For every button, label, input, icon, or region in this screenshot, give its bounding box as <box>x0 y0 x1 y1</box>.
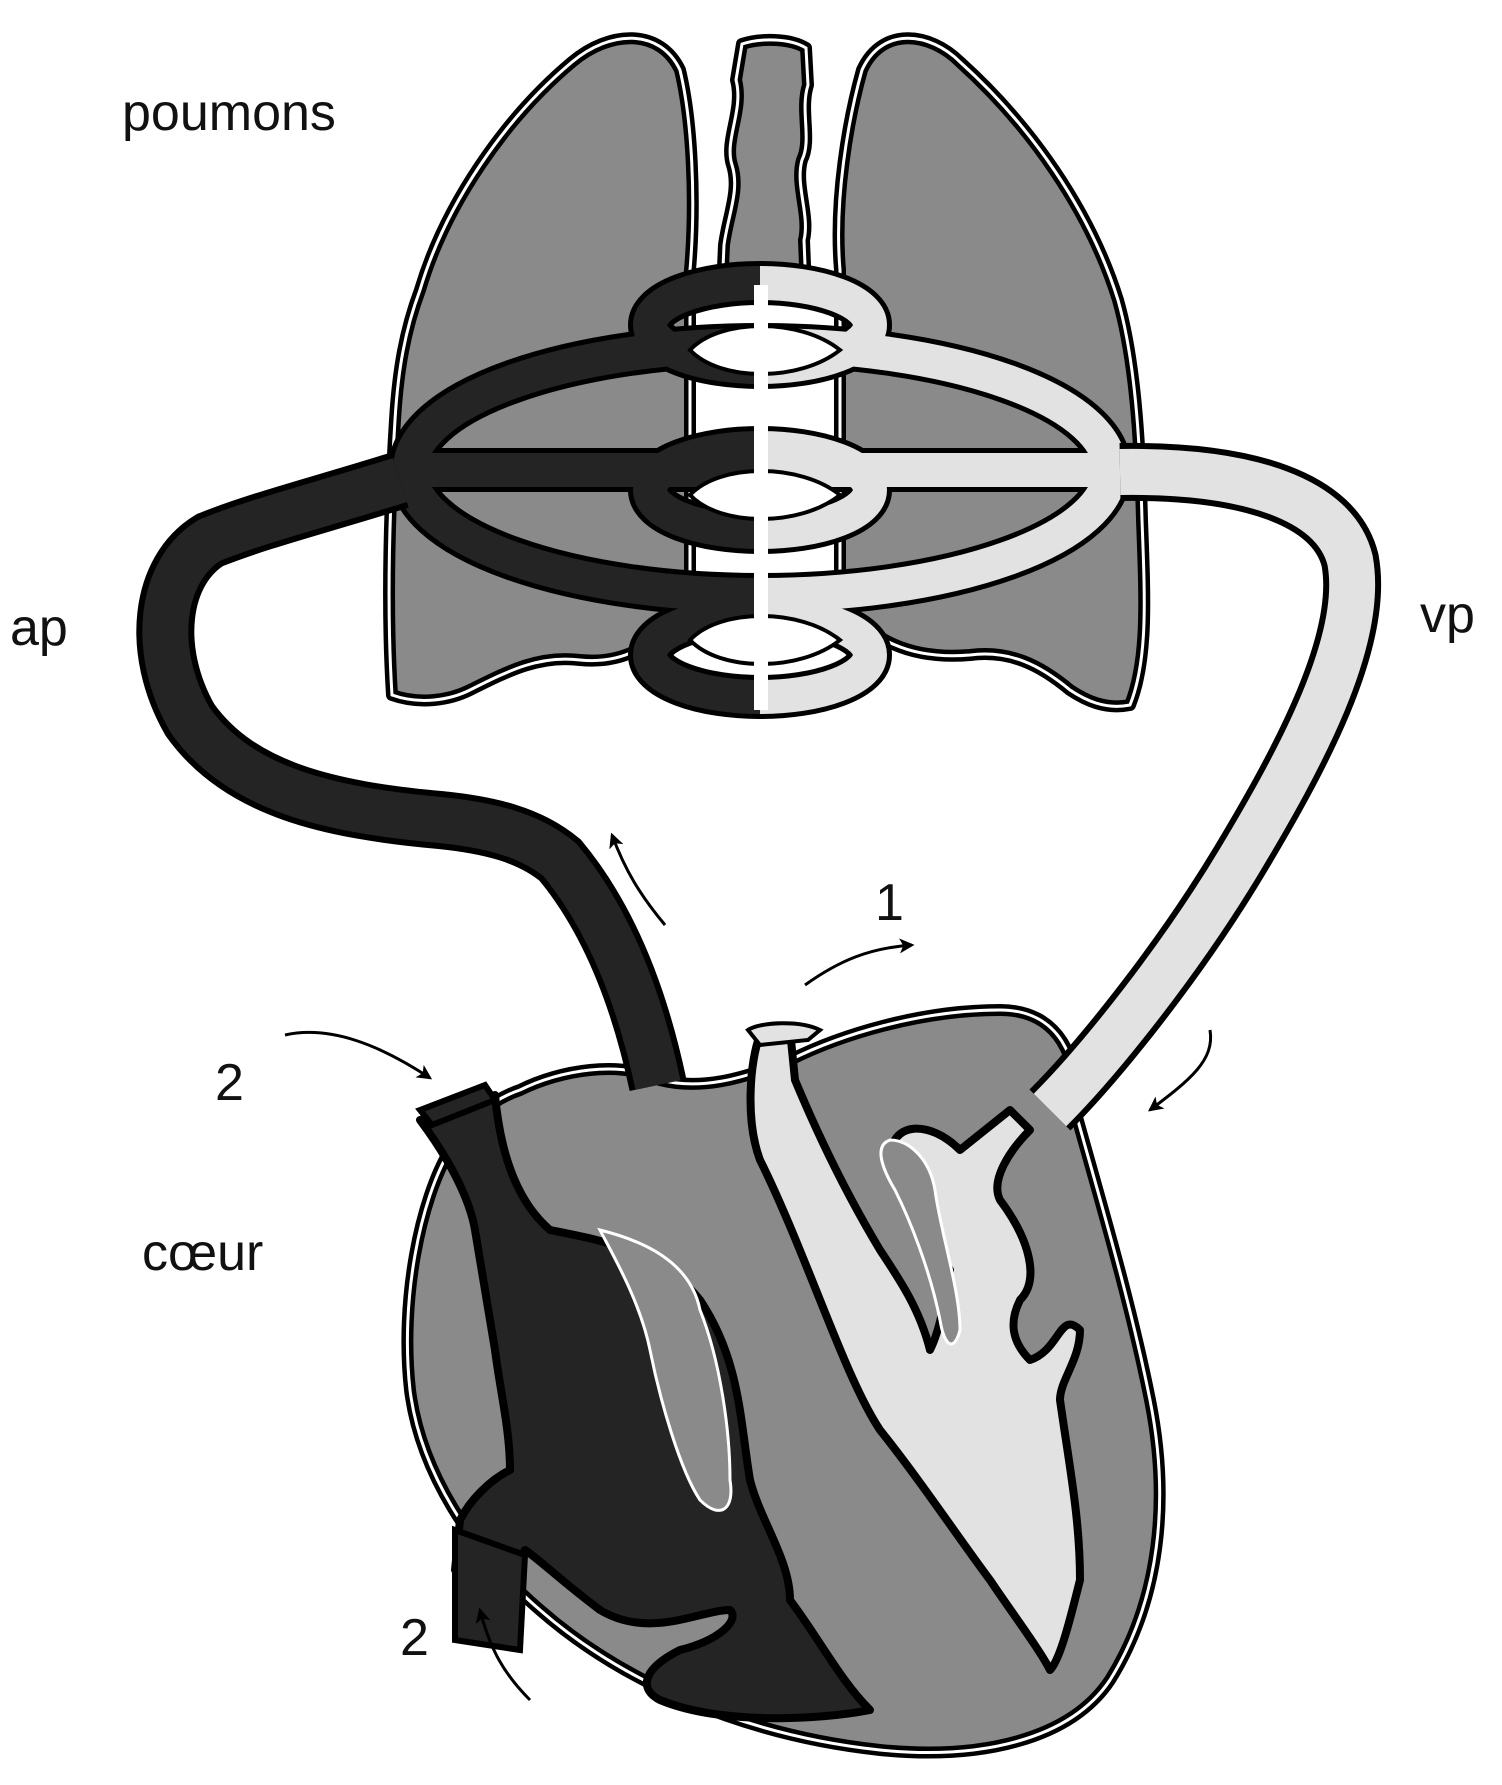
aorta-stub <box>748 1023 820 1045</box>
heart <box>407 1010 1159 1752</box>
label-lungs: poumons <box>122 84 336 142</box>
label-pulmonary-vein: vp <box>1420 586 1475 644</box>
arrow-vein-into-heart <box>1150 1030 1211 1110</box>
label-marker-1: 1 <box>875 874 904 932</box>
label-pulmonary-artery: ap <box>10 599 68 657</box>
exchange-divider <box>754 285 768 710</box>
label-heart: cœur <box>142 1224 263 1282</box>
trachea <box>722 40 808 290</box>
label-marker-2-lower: 2 <box>400 1609 429 1667</box>
arrow-2-upper <box>285 1032 430 1078</box>
arrow-1 <box>805 945 912 985</box>
label-marker-2-upper: 2 <box>215 1054 244 1112</box>
